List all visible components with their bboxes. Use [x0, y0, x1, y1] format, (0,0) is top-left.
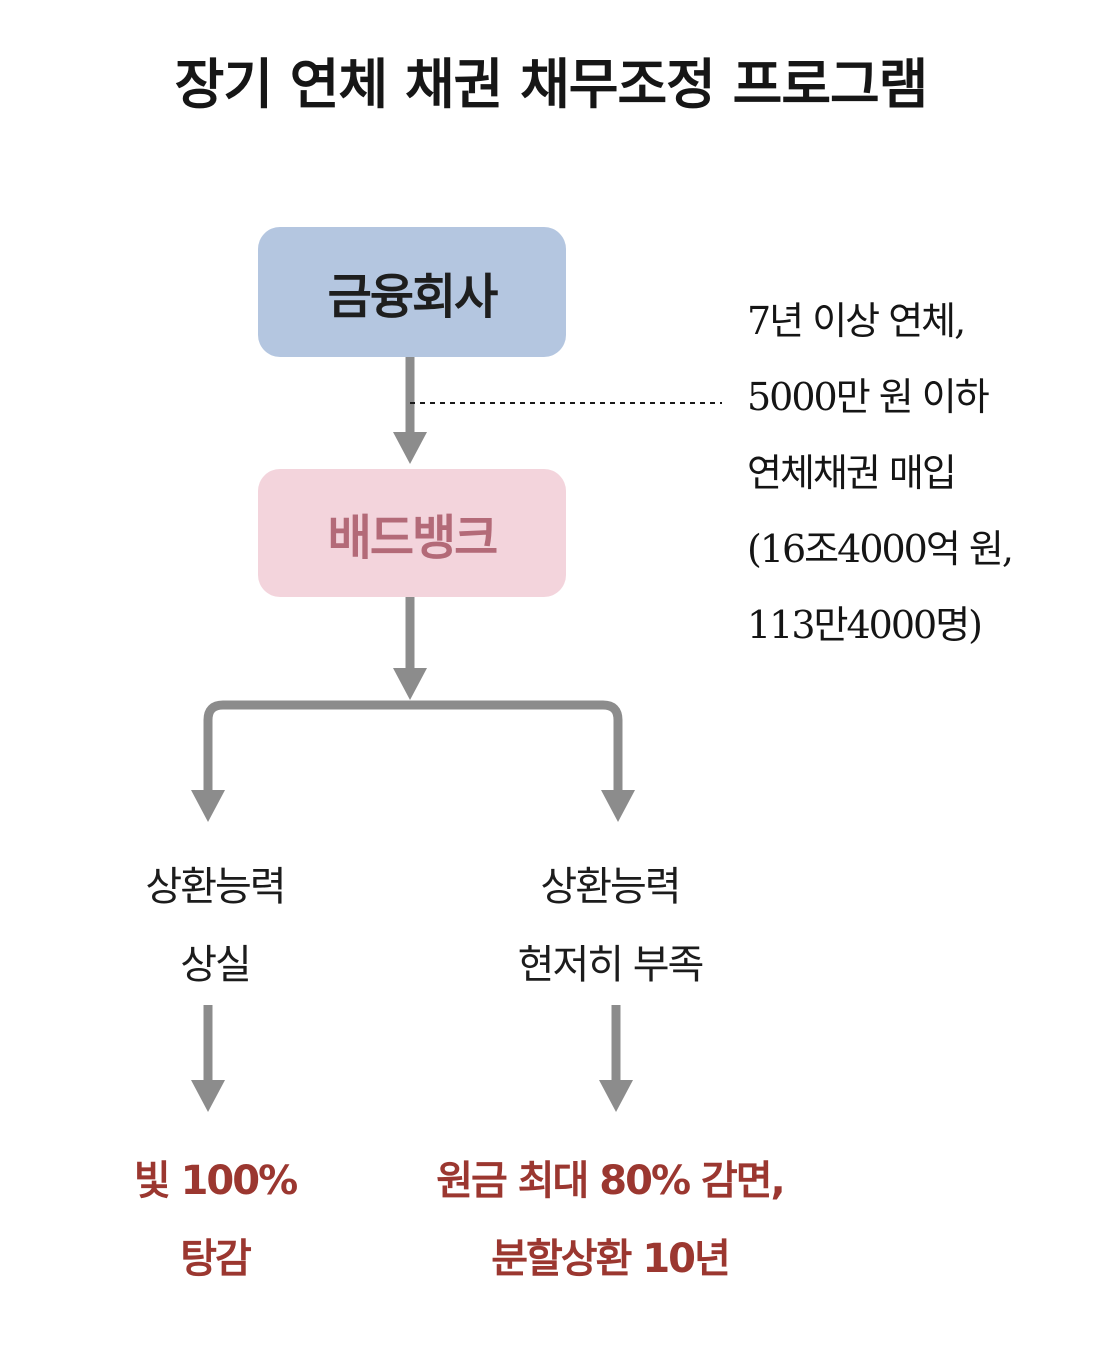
purchase-note-line: 연체채권 매입	[747, 451, 957, 495]
right-branch-condition: 상환능력 현저히 부족	[440, 848, 780, 1004]
finance-company-box: 금융회사	[258, 227, 566, 357]
diagram-title: 장기 연체 채권 채무조정 프로그램	[174, 53, 929, 116]
result-line: 빛 100%	[133, 1158, 298, 1204]
condition-line: 상실	[180, 942, 252, 988]
condition-line: 상환능력	[145, 864, 286, 910]
purchase-note: 7년 이상 연체, 5000만 원 이하 연체채권 매입 (16조4000억 원…	[747, 283, 1092, 663]
result-line: 탕감	[180, 1236, 252, 1282]
split-connector	[203, 700, 623, 790]
arrowhead-finance-to-badbank	[393, 432, 427, 464]
left-branch-result: 빛 100% 탕감	[90, 1142, 340, 1298]
arrowhead-left-result	[191, 1080, 225, 1112]
finance-company-label: 금융회사	[327, 269, 499, 325]
left-branch-condition: 상환능력 상실	[90, 848, 340, 1004]
bad-bank-label: 배드뱅크	[327, 510, 499, 566]
arrowhead-left-branch	[191, 790, 225, 822]
arrowhead-badbank-to-split	[393, 668, 427, 700]
condition-line: 상환능력	[540, 864, 681, 910]
arrowhead-right-branch	[601, 790, 635, 822]
result-line: 분할상환 10년	[491, 1236, 731, 1282]
purchase-note-line: 113만4000명)	[747, 603, 983, 647]
arrowhead-right-result	[599, 1080, 633, 1112]
bad-bank-box: 배드뱅크	[258, 469, 566, 597]
purchase-note-line: 5000만 원 이하	[747, 375, 990, 419]
purchase-note-line: 7년 이상 연체,	[747, 299, 966, 343]
result-line: 원금 최대 80% 감면,	[436, 1158, 786, 1204]
right-branch-result: 원금 최대 80% 감면, 분할상환 10년	[400, 1142, 820, 1298]
purchase-note-line: (16조4000억 원,	[747, 527, 1014, 571]
condition-line: 현저히 부족	[517, 942, 705, 988]
